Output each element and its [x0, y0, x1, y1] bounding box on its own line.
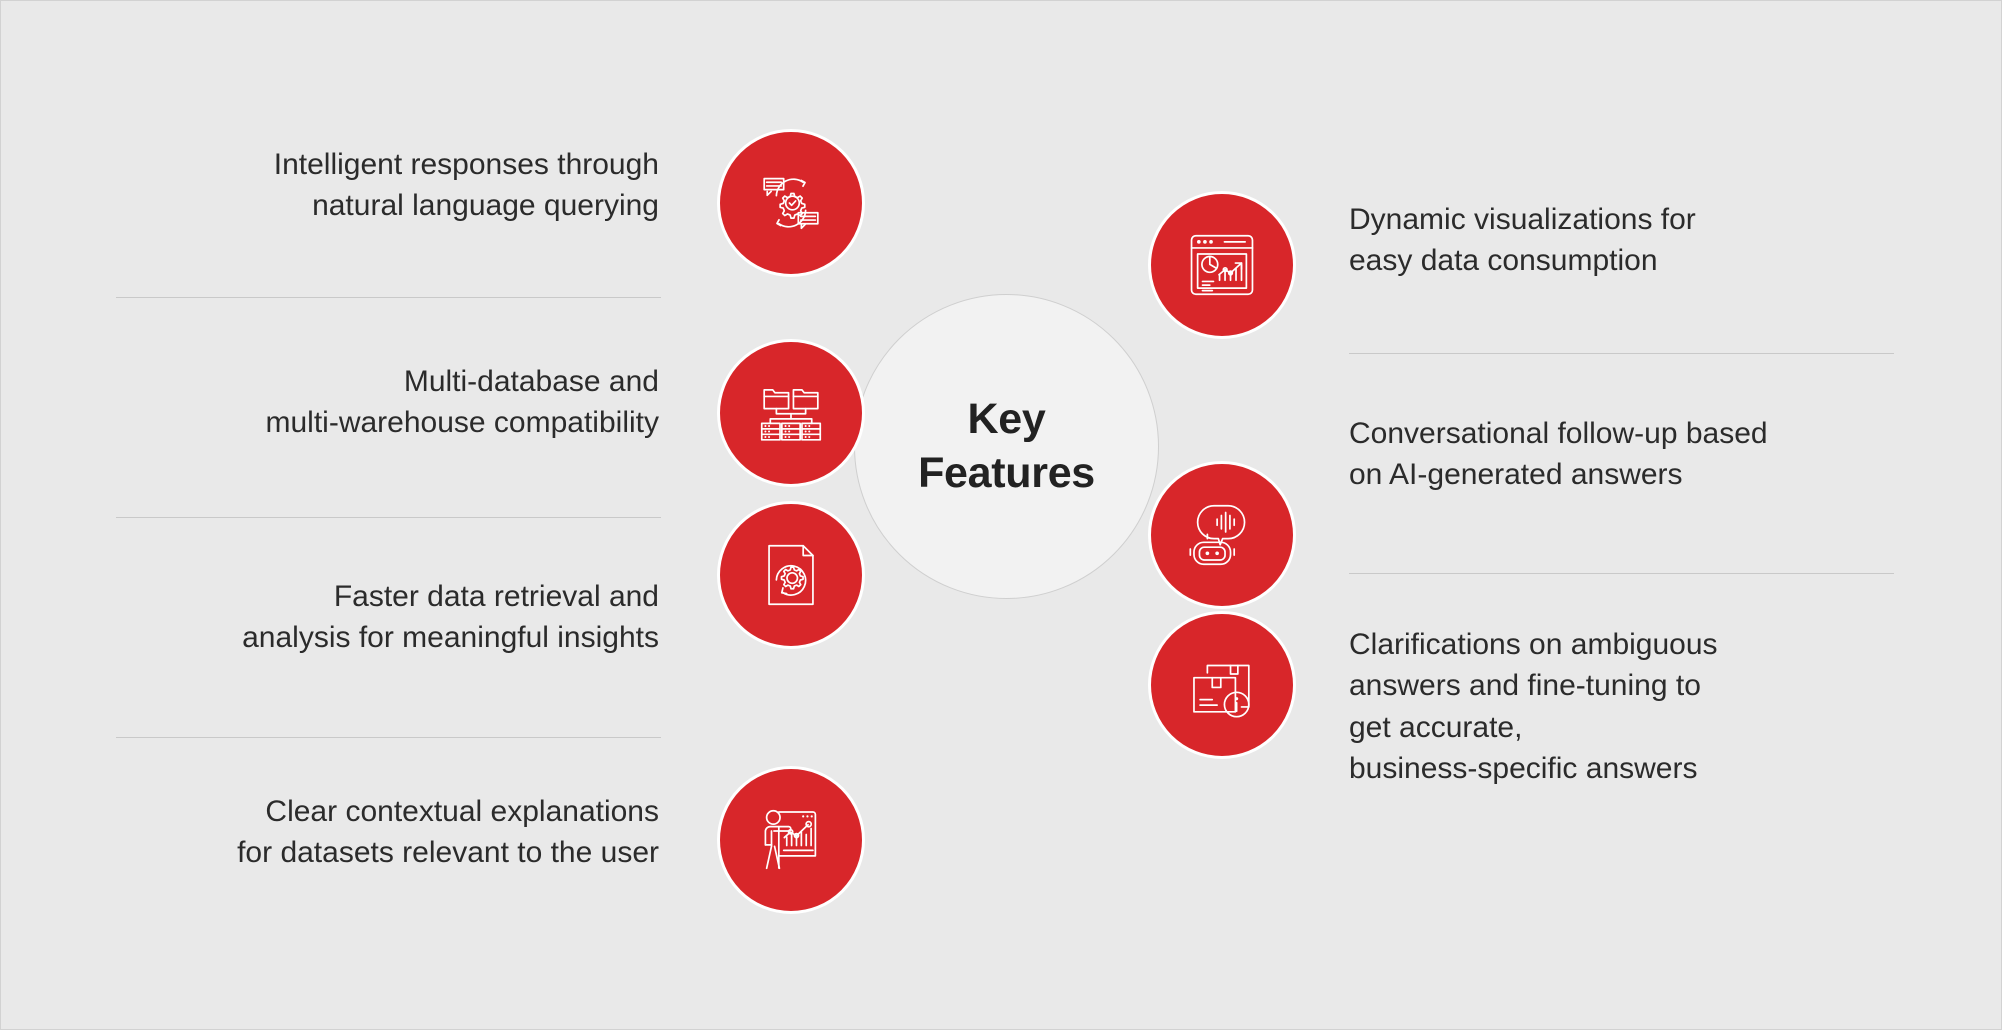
feature-icon-bubble-left-1 — [717, 129, 865, 277]
divider-left-3 — [116, 737, 661, 738]
feature-icon-bubble-right-1 — [1148, 191, 1296, 339]
dashboard-window-charts-icon — [1183, 226, 1261, 304]
feature-icon-bubble-left-2 — [717, 339, 865, 487]
gear-check-chat-icon — [752, 164, 830, 242]
feature-icon-bubble-right-2 — [1148, 461, 1296, 609]
feature-label-right-3: Clarifications on ambiguous answers and … — [1349, 628, 1718, 786]
presenter-chart-icon — [752, 801, 830, 879]
key-features-hub: Key Features — [854, 294, 1159, 599]
package-info-icon — [1183, 646, 1261, 724]
feature-icon-bubble-right-3 — [1148, 611, 1296, 759]
feature-icon-bubble-left-4 — [717, 766, 865, 914]
feature-label-left-1: Intelligent responses through natural la… — [273, 148, 659, 223]
divider-left-2 — [116, 517, 661, 518]
hub-title: Key Features — [918, 394, 1095, 497]
feature-label-left-2: Multi-database and multi-warehouse compa… — [265, 365, 660, 440]
feature-icon-bubble-left-3 — [717, 501, 865, 649]
feature-label-right-1: Dynamic visualizations for easy data con… — [1349, 203, 1696, 278]
chatbot-voice-icon — [1183, 496, 1261, 574]
feature-label-left-4: Clear contextual explanations for datase… — [237, 795, 659, 870]
document-gear-refresh-icon — [752, 536, 830, 614]
feature-label-right-2: Conversational follow-up based on AI-gen… — [1349, 417, 1768, 492]
divider-right-1 — [1349, 353, 1894, 354]
folders-servers-icon — [752, 374, 830, 452]
feature-label-left-3: Faster data retrieval and analysis for m… — [242, 580, 659, 655]
divider-right-2 — [1349, 573, 1894, 574]
divider-left-1 — [116, 297, 661, 298]
